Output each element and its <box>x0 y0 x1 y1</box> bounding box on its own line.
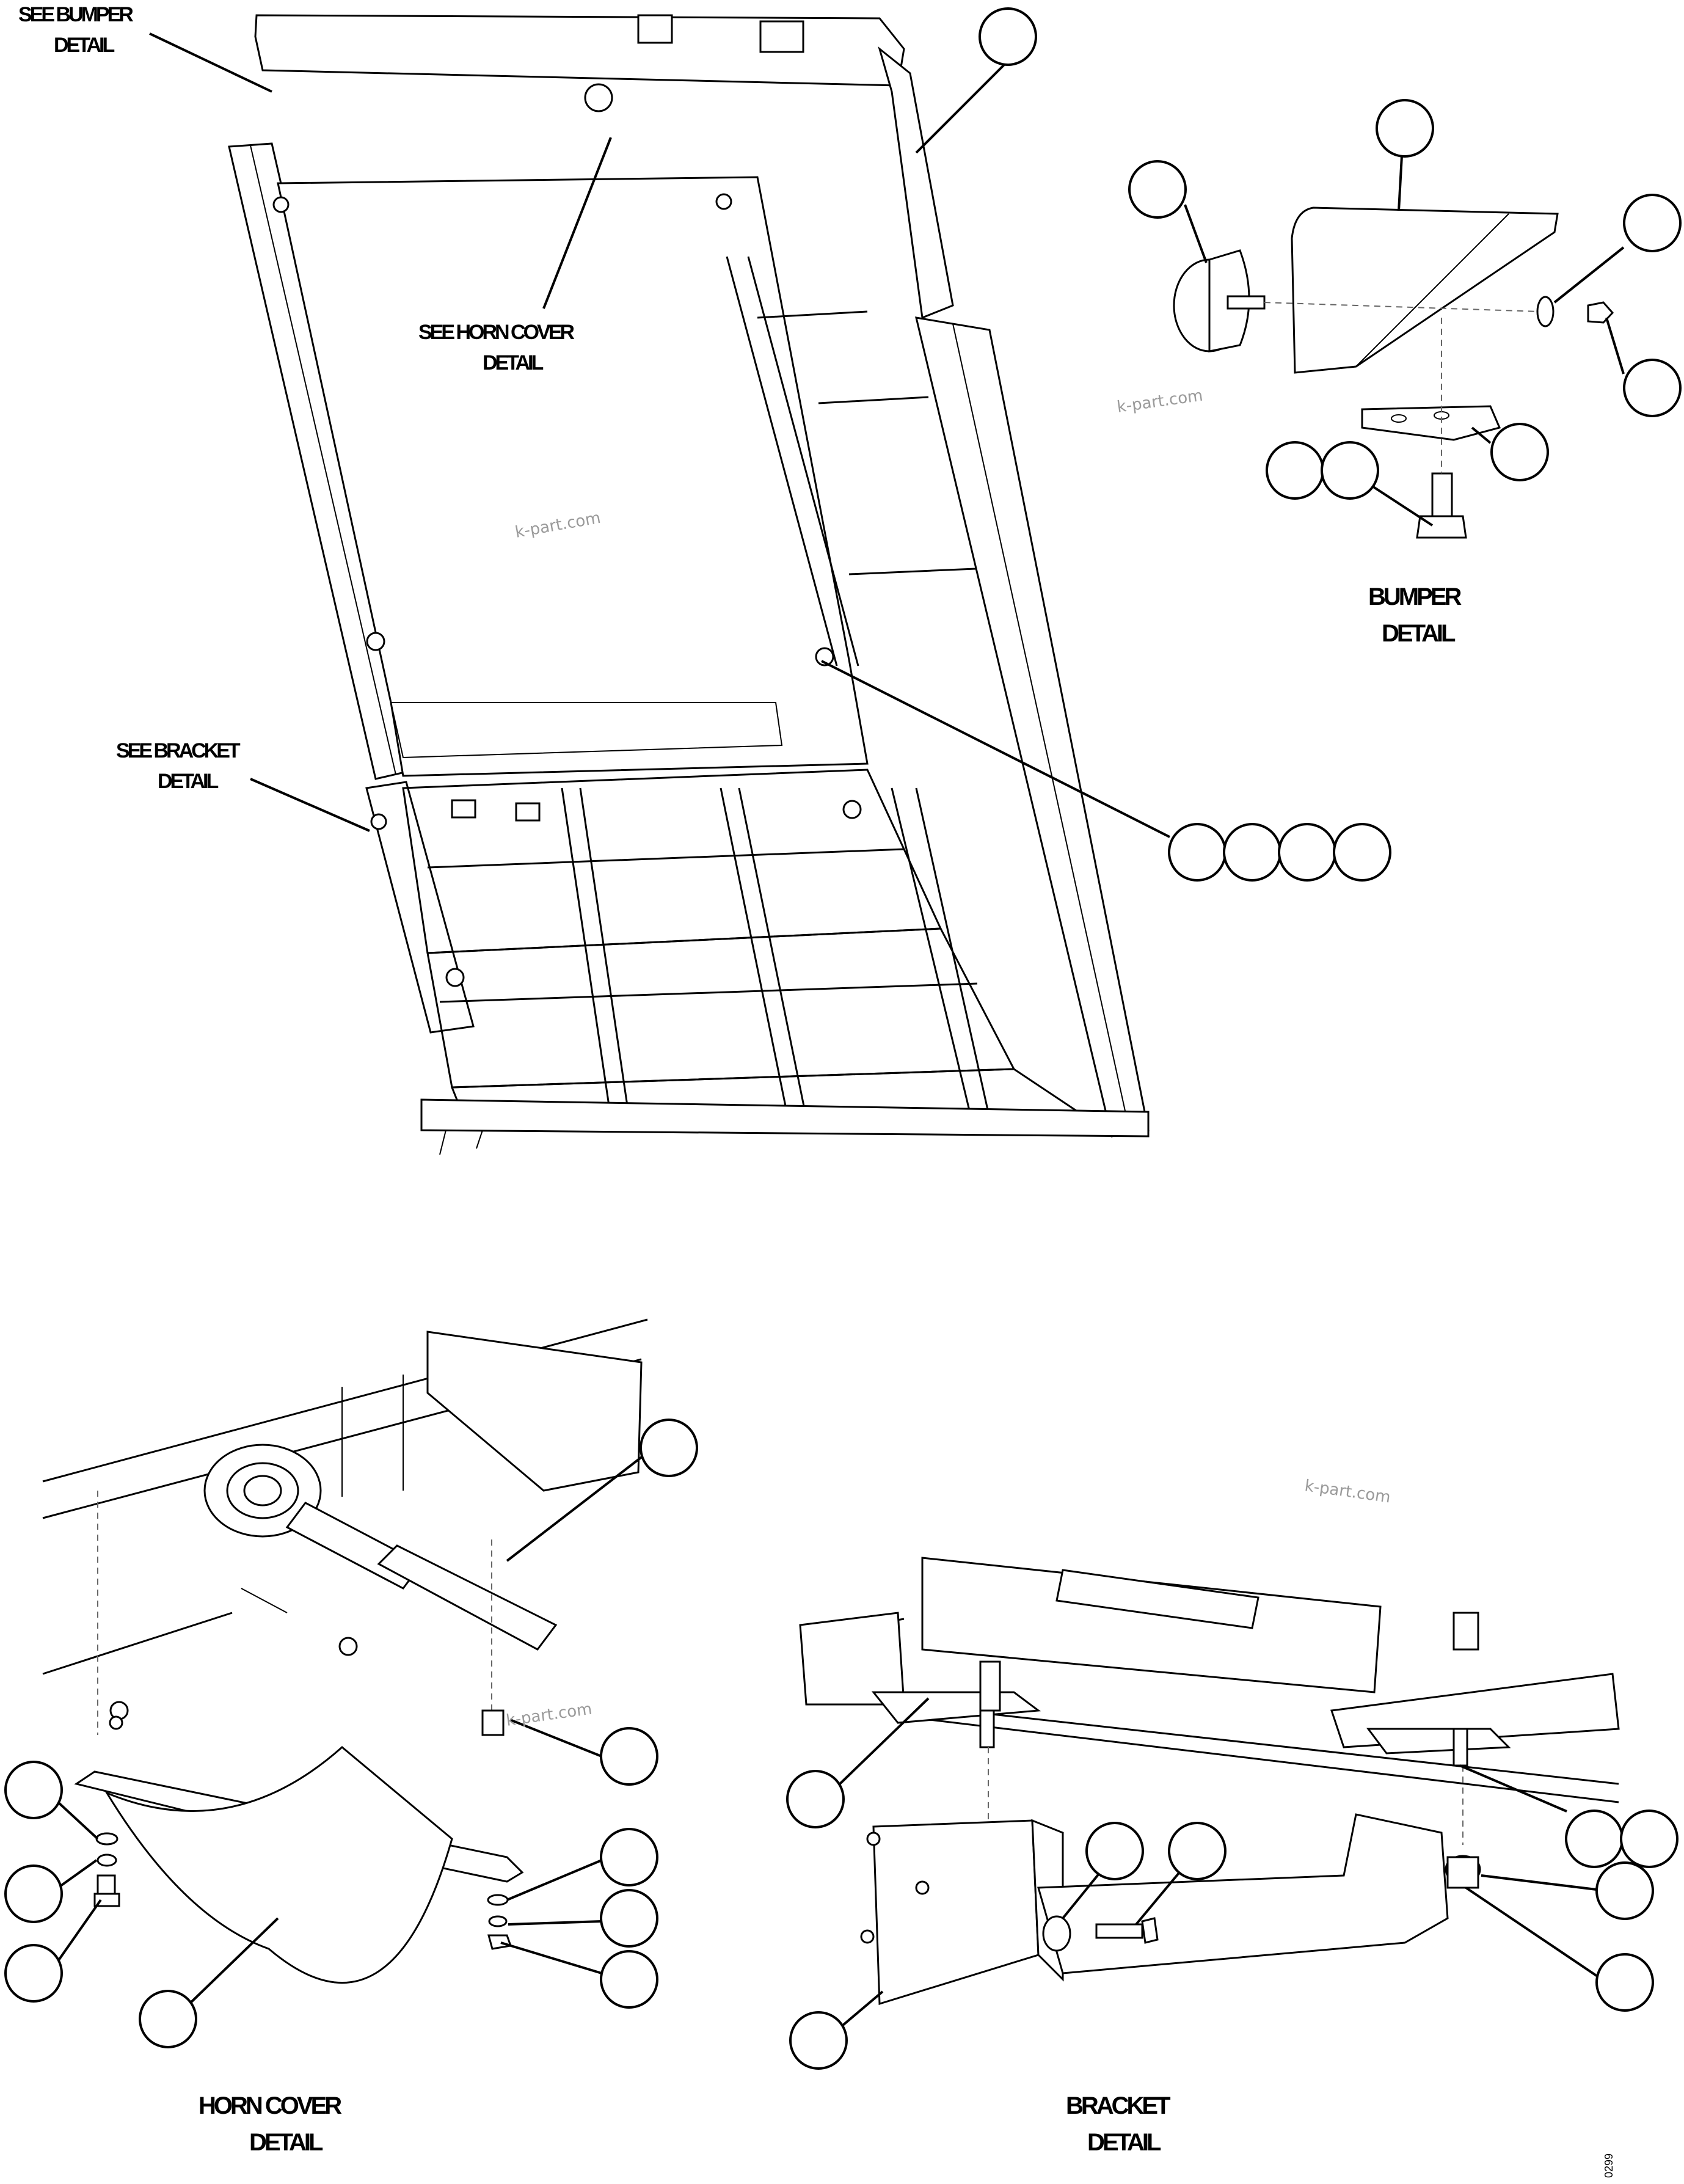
callout-circle <box>600 1828 658 1886</box>
callout-circle <box>1266 441 1324 500</box>
watermark: k-part.com <box>1303 1477 1391 1507</box>
see-horn-cover-label-line2: DETAIL <box>483 351 543 374</box>
see-bracket-label-line1: SEE BRACKET <box>116 739 241 762</box>
callout-circle <box>1623 359 1682 417</box>
callout-circle <box>1168 1822 1227 1880</box>
see-bumper-label-line2: DETAIL <box>54 34 114 57</box>
callout-circle <box>1128 160 1187 219</box>
callout-circle <box>1595 1861 1654 1920</box>
callouts <box>4 7 1682 2070</box>
callout-circle <box>1223 823 1281 882</box>
callout-circle <box>1620 1810 1679 1868</box>
callout-circle <box>4 1761 63 1819</box>
main-frame-assembly <box>228 14 1150 1155</box>
watermark: k-part.com <box>505 1700 593 1730</box>
callout-circle <box>1278 823 1336 882</box>
callout-circle <box>1623 194 1682 252</box>
see-bumper-label-line1: SEE BUMPER <box>18 3 133 26</box>
callout-circle <box>600 1727 658 1786</box>
drawing-code: 0299 <box>1603 2153 1615 2178</box>
bumper-detail-title-line1: BUMPER <box>1368 583 1462 610</box>
horn-cover-detail-title-line1: HORN COVER <box>199 2092 342 2119</box>
callout-circle <box>1333 823 1391 882</box>
callout-circle <box>786 1770 845 1828</box>
callout-circle <box>1595 1953 1654 2012</box>
callout-circle <box>600 1950 658 2009</box>
callout-circle <box>600 1889 658 1948</box>
callout-circle <box>979 7 1037 66</box>
see-horn-cover-label-line1: SEE HORN COVER <box>418 321 574 344</box>
callout-circle <box>4 1864 63 1923</box>
bracket-detail-title-line2: DETAIL <box>1087 2129 1161 2156</box>
callout-circle <box>640 1419 698 1477</box>
callout-circle <box>1168 823 1227 882</box>
bumper-detail-title-line2: DETAIL <box>1382 620 1456 647</box>
horn-cover-detail-title-line2: DETAIL <box>249 2129 323 2156</box>
bracket-detail-title-line1: BRACKET <box>1066 2092 1170 2119</box>
watermark: k-part.com <box>1116 387 1204 417</box>
callout-circle <box>789 2011 848 2070</box>
bumper-detail <box>1173 206 1614 539</box>
callout-circle <box>1565 1810 1624 1868</box>
callout-circle <box>1321 441 1379 500</box>
see-bracket-label-line2: DETAIL <box>158 770 218 793</box>
bracket-detail <box>799 1557 1620 2006</box>
callout-circle <box>139 1990 197 2048</box>
callout-circle <box>4 1944 63 2003</box>
callout-circle <box>1085 1822 1144 1880</box>
callout-circle <box>1490 423 1549 481</box>
horn-cover-detail <box>42 1318 648 1984</box>
callout-circle <box>1376 99 1434 158</box>
